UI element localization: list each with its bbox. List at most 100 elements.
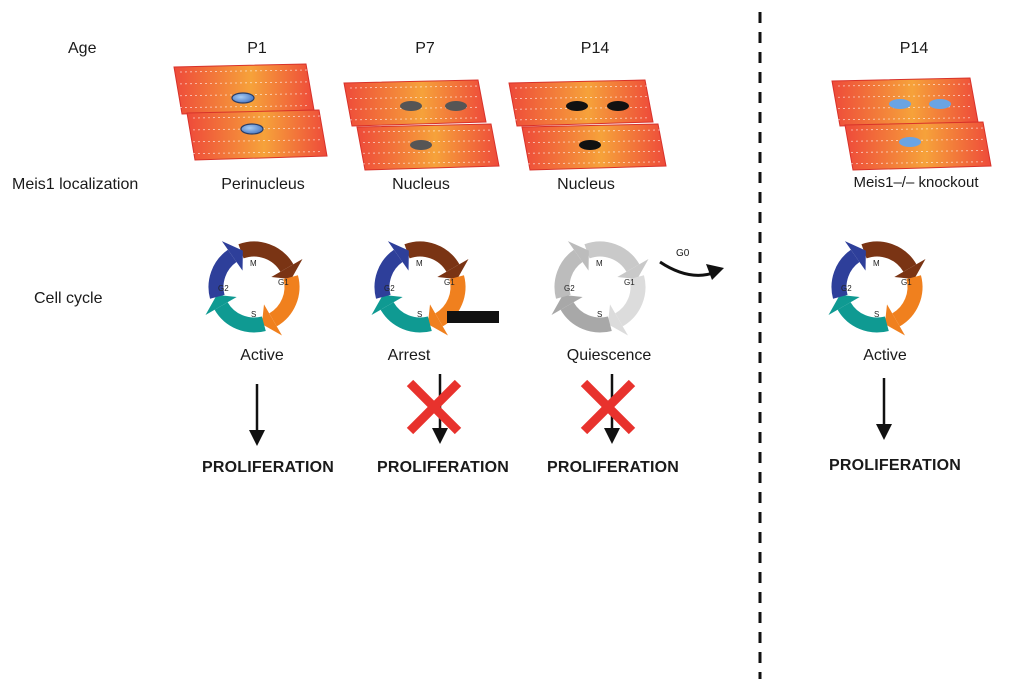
localization-knockout: Meis1–/– knockout <box>853 174 979 191</box>
localization-nucleus-p7: Nucleus <box>392 176 450 193</box>
phase-label-g1: G1 <box>278 278 289 287</box>
striation-line <box>837 106 973 109</box>
g0-exit-arrow <box>659 260 717 277</box>
nucleus <box>410 140 432 150</box>
g2-phase-arrow <box>374 249 403 299</box>
g1-phase-arrow-head <box>884 304 905 336</box>
state-active-knockout: Active <box>863 347 907 364</box>
s-phase-arrow <box>380 301 432 333</box>
localization-perinucleus: Perinucleus <box>221 176 305 193</box>
phase-label-m: M <box>596 259 603 268</box>
arrest-block-bar <box>447 311 499 323</box>
nucleus <box>899 137 921 147</box>
striation-line <box>850 127 986 131</box>
nucleus <box>231 92 255 104</box>
nucleus <box>445 101 467 111</box>
s-phase-arrow-head <box>551 294 583 315</box>
phase-label-m: M <box>873 259 880 268</box>
m-phase-arrow-head <box>271 259 303 280</box>
striation-line <box>192 127 322 131</box>
g1-phase-arrow <box>268 275 300 327</box>
striation-line <box>514 117 648 121</box>
down-arrow-p1-head <box>249 430 265 446</box>
age-p14: P14 <box>580 40 610 57</box>
phase-label-g1: G1 <box>624 278 635 287</box>
g2-phase-arrow-head <box>567 241 589 271</box>
nucleus <box>240 123 264 135</box>
phase-label-g2: G2 <box>384 284 395 293</box>
striation-line <box>179 81 309 85</box>
outcome-proliferation-p1: PROLIFERATION <box>201 459 335 476</box>
phase-label-m: M <box>250 259 257 268</box>
striation-line <box>349 96 481 100</box>
striation-line <box>850 161 986 165</box>
g2-phase-arrow-head <box>221 241 243 271</box>
g1-phase-arrow <box>434 275 466 327</box>
cardiomyocyte-p7-top <box>343 79 487 127</box>
outcome-proliferation-p14: PROLIFERATION <box>546 459 680 476</box>
age-p1: P1 <box>247 40 267 57</box>
phase-label-s: S <box>597 310 602 319</box>
phase-label-s: S <box>417 310 422 319</box>
cardiomyocyte-p14-bottom <box>521 123 667 171</box>
state-quiescence: Quiescence <box>566 347 652 364</box>
striation-line <box>837 117 973 121</box>
nucleus <box>607 101 629 111</box>
striation-line <box>850 150 986 153</box>
g2-phase-arrow <box>554 249 583 299</box>
down-arrow-p7-head <box>432 428 448 444</box>
cardiomyocyte-p14-top <box>508 79 654 127</box>
s-phase-arrow-head <box>828 294 860 315</box>
row-label-cell-cycle: Cell cycle <box>34 290 103 307</box>
s-phase-arrow <box>837 301 889 333</box>
blocked-cross-p14 <box>580 379 636 435</box>
m-phase-arrow-head <box>437 259 469 280</box>
striation-line <box>362 129 494 133</box>
down-arrow-knockout-head <box>876 424 892 440</box>
phase-label-g1: G1 <box>901 278 912 287</box>
down-arrow-p14-head <box>604 428 620 444</box>
striation-line <box>179 105 309 109</box>
outcome-proliferation-knockout: PROLIFERATION <box>828 457 962 474</box>
s-phase-arrow <box>214 301 266 333</box>
g1-phase-arrow-head <box>607 304 628 336</box>
g2-phase-arrow <box>208 249 237 299</box>
phase-label-m: M <box>416 259 423 268</box>
g2-phase-arrow-head <box>844 241 866 271</box>
row-label-localization: Meis1 localization <box>12 176 139 193</box>
age-p14-knockout: P14 <box>899 40 929 57</box>
g2-phase-arrow <box>831 249 860 299</box>
striation-line <box>514 85 648 89</box>
cell-cycle-p14: M G1S G2 <box>551 241 649 336</box>
striation-line <box>527 129 661 133</box>
s-phase-arrow-head <box>371 294 403 315</box>
g1-phase-arrow-head <box>427 304 448 336</box>
m-phase-arrow <box>861 241 917 273</box>
striation-line <box>514 96 648 100</box>
striation-line <box>837 94 973 98</box>
nucleus <box>929 99 951 109</box>
m-phase-arrow <box>584 241 640 273</box>
phase-label-g2: G2 <box>564 284 575 293</box>
s-phase-arrow <box>560 301 612 333</box>
cardiomyocyte-ko-bottom <box>844 121 992 171</box>
state-active-p1: Active <box>240 347 284 364</box>
m-phase-arrow-head <box>894 259 926 280</box>
phase-label-g2: G2 <box>841 284 852 293</box>
phase-label-s: S <box>251 310 256 319</box>
striation-line <box>192 115 322 119</box>
striation-line <box>192 151 322 155</box>
cardiomyocyte-p7-bottom <box>356 123 500 171</box>
state-arrest: Arrest <box>387 347 431 364</box>
striation-line <box>850 138 986 142</box>
m-phase-arrow <box>404 241 460 273</box>
striation-line <box>179 69 309 73</box>
g2-phase-arrow-head <box>387 241 409 271</box>
cross-stroke-b <box>406 379 462 435</box>
g1-phase-arrow <box>614 275 646 327</box>
cell-body <box>186 109 328 161</box>
